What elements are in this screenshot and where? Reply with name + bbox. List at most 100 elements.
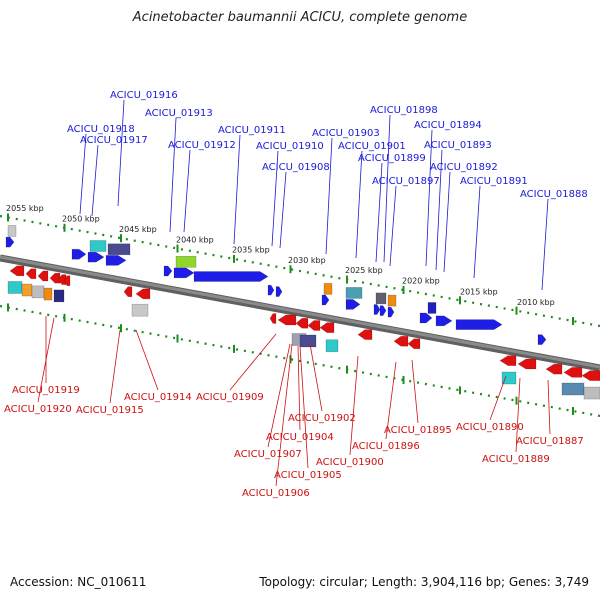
bottom-leader-line — [385, 361, 397, 440]
forward-gene-arrow — [173, 267, 195, 279]
top-gene-label: ACICU_01899 — [358, 153, 426, 164]
upper-feature-box — [387, 294, 397, 307]
bottom-leader-line — [411, 359, 419, 424]
bottom-gene-label: ACICU_01914 — [124, 392, 192, 403]
forward-gene-arrow — [373, 304, 381, 315]
reverse-gene-arrow — [135, 288, 151, 300]
bottom-gene-label: ACICU_01919 — [12, 385, 80, 396]
bottom-leader-line — [515, 377, 521, 453]
upper-feature-box — [175, 255, 197, 268]
bottom-leader-line — [299, 345, 309, 469]
kbp-label: 2015 kbp — [460, 287, 498, 296]
reverse-gene-arrow — [563, 367, 583, 378]
reverse-gene-arrow — [545, 363, 563, 375]
top-leader-line — [355, 150, 363, 259]
lower-feature-box — [325, 339, 339, 353]
kbp-label: 2030 kbp — [288, 256, 326, 265]
top-gene-label: ACICU_01901 — [338, 141, 406, 152]
top-leader-line — [169, 117, 177, 233]
forward-gene-arrow — [321, 294, 330, 306]
reverse-gene-arrow — [581, 370, 600, 381]
reverse-gene-arrow — [9, 265, 25, 277]
bottom-leader-line — [229, 333, 277, 391]
bottom-gene-label: ACICU_01920 — [4, 404, 72, 415]
top-gene-label: ACICU_01910 — [256, 141, 324, 152]
upper-feature-box — [89, 240, 107, 252]
forward-gene-arrow — [163, 265, 173, 277]
reverse-gene-arrow — [295, 317, 309, 329]
bottom-leader-line — [489, 375, 507, 421]
bottom-leader-line — [275, 343, 293, 487]
top-gene-label: ACICU_01888 — [520, 189, 588, 200]
lower-feature-box — [501, 371, 517, 385]
top-leader-line — [279, 171, 287, 249]
bottom-gene-label: ACICU_01915 — [76, 405, 144, 416]
forward-gene-arrow — [435, 315, 453, 327]
bottom-leader-line — [267, 343, 291, 448]
top-gene-label: ACICU_01898 — [370, 105, 438, 116]
lower-feature-box — [7, 281, 23, 294]
top-leader-line — [425, 129, 433, 267]
bottom-leader-line — [135, 329, 159, 391]
reverse-gene-arrow — [499, 355, 517, 366]
top-leader-line — [383, 114, 391, 263]
bottom-leader-line — [109, 329, 121, 404]
upper-scale-ruler — [0, 214, 600, 328]
bottom-gene-label: ACICU_01906 — [242, 488, 310, 499]
top-gene-label: ACICU_01913 — [145, 108, 213, 119]
upper-feature-box — [375, 292, 387, 305]
top-leader-line — [541, 198, 549, 291]
reverse-gene-arrow — [517, 358, 537, 370]
forward-gene-arrow — [275, 286, 283, 297]
top-gene-label: ACICU_01891 — [460, 176, 528, 187]
bottom-gene-label: ACICU_01907 — [234, 449, 302, 460]
upper-feature-box — [427, 302, 437, 314]
top-leader-line — [473, 185, 481, 279]
lower-feature-box — [299, 334, 317, 348]
lower-feature-box — [53, 289, 65, 303]
top-leader-line — [375, 162, 383, 263]
lower-feature-box — [583, 386, 600, 400]
top-leader-line — [435, 149, 443, 271]
forward-gene-arrow — [105, 255, 127, 266]
reverse-gene-arrow — [269, 313, 277, 324]
top-gene-label: ACICU_01916 — [110, 90, 178, 101]
top-leader-line — [325, 137, 333, 255]
genome-info-text: Topology: circular; Length: 3,904,116 bp… — [259, 575, 589, 589]
reverse-gene-arrow — [37, 270, 49, 282]
top-leader-line — [117, 99, 125, 207]
top-gene-label: ACICU_01917 — [80, 135, 148, 146]
reverse-gene-arrow — [393, 335, 409, 347]
forward-gene-arrow — [87, 251, 105, 263]
kbp-label: 2045 kbp — [119, 225, 157, 234]
reverse-gene-arrow — [63, 275, 71, 287]
bottom-gene-label: ACICU_01890 — [456, 422, 524, 433]
kbp-label: 2040 kbp — [176, 235, 214, 244]
forward-gene-arrow — [71, 248, 87, 260]
bottom-gene-label: ACICU_01905 — [274, 470, 342, 481]
forward-gene-arrow — [5, 236, 15, 248]
top-leader-line — [91, 144, 99, 217]
forward-gene-arrow — [419, 312, 433, 324]
top-gene-label: ACICU_01918 — [67, 124, 135, 135]
bottom-gene-label: ACICU_01909 — [196, 392, 264, 403]
reverse-gene-arrow — [319, 322, 335, 333]
upper-feature-box — [7, 225, 17, 237]
top-leader-line — [443, 171, 451, 273]
forward-gene-arrow — [267, 284, 275, 296]
forward-gene-arrow — [455, 319, 503, 330]
top-leader-line — [271, 150, 279, 247]
bottom-gene-label: ACICU_01902 — [288, 413, 356, 424]
upper-feature-box — [323, 283, 333, 295]
bottom-gene-label: ACICU_01895 — [384, 425, 452, 436]
top-gene-label: ACICU_01892 — [430, 162, 498, 173]
top-gene-label: ACICU_01911 — [218, 125, 286, 136]
bottom-gene-label: ACICU_01904 — [266, 432, 334, 443]
top-leader-line — [389, 185, 397, 267]
bottom-leader-line — [297, 345, 301, 431]
top-gene-label: ACICU_01903 — [312, 128, 380, 139]
reverse-gene-arrow — [277, 314, 297, 326]
kbp-label: 2020 kbp — [402, 277, 440, 286]
lower-feature-box — [131, 303, 149, 317]
